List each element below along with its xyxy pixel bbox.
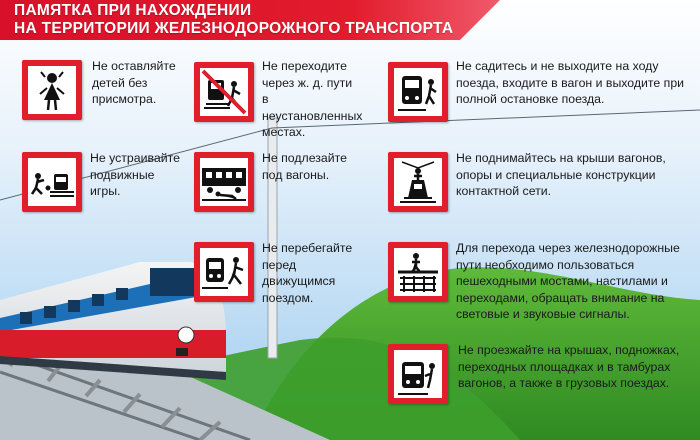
wagon-roof-climbing-icon [400,161,436,203]
rule-1-sign [22,60,82,120]
rule-4-text: Не устраивайте подвижные игры. [90,151,180,198]
rule-5-text: Не подлезайте под вагоны. [262,151,347,182]
crawling-under-wagon-icon [202,168,246,201]
pedestrian-bridge-icon [398,253,438,292]
rule-5-sign [194,152,254,212]
rule-8-sign [388,242,448,302]
rule-8-text: Для перехода через железнодорожные пути … [456,241,680,321]
rule-3-text: Не садитесь и не выходите на ходу поезда… [456,59,685,106]
train-boarding-icon [398,76,437,111]
rule-9-sign [388,344,448,404]
rule-7-text: Не перебегайте перед движущимся поездом. [262,241,353,305]
crossing-prohibited-icon [201,69,247,115]
playing-near-tracks-icon [30,173,74,197]
rule-3-sign [388,62,448,122]
running-before-train-icon [202,257,244,289]
page-title-line-1: ПАМЯТКА ПРИ НАХОЖДЕНИИ [14,2,252,19]
riding-outside-train-icon [398,362,435,395]
rule-2-text: Не переходите через ж. д. пути в неустан… [262,59,363,139]
page-title-line-2: НА ТЕРРИТОРИИ ЖЕЛЕЗНОДОРОЖНОГО ТРАНСПОРТ… [14,20,454,37]
rule-4-sign [22,152,82,212]
child-girl-icon [39,71,65,111]
rule-9-text: Не проезжайте на крышах, подножках, пере… [458,343,680,390]
rule-6-sign [388,152,448,212]
rule-2-sign [194,62,254,122]
rule-1-text: Не оставляйте детей без присмотра. [92,59,176,106]
rule-7-sign [194,242,254,302]
title-banner: ПАМЯТКА ПРИ НАХОЖДЕНИИ НА ТЕРРИТОРИИ ЖЕЛ… [0,0,500,40]
rule-6-text: Не поднимайтесь на крыши вагонов, опоры … [456,151,666,198]
